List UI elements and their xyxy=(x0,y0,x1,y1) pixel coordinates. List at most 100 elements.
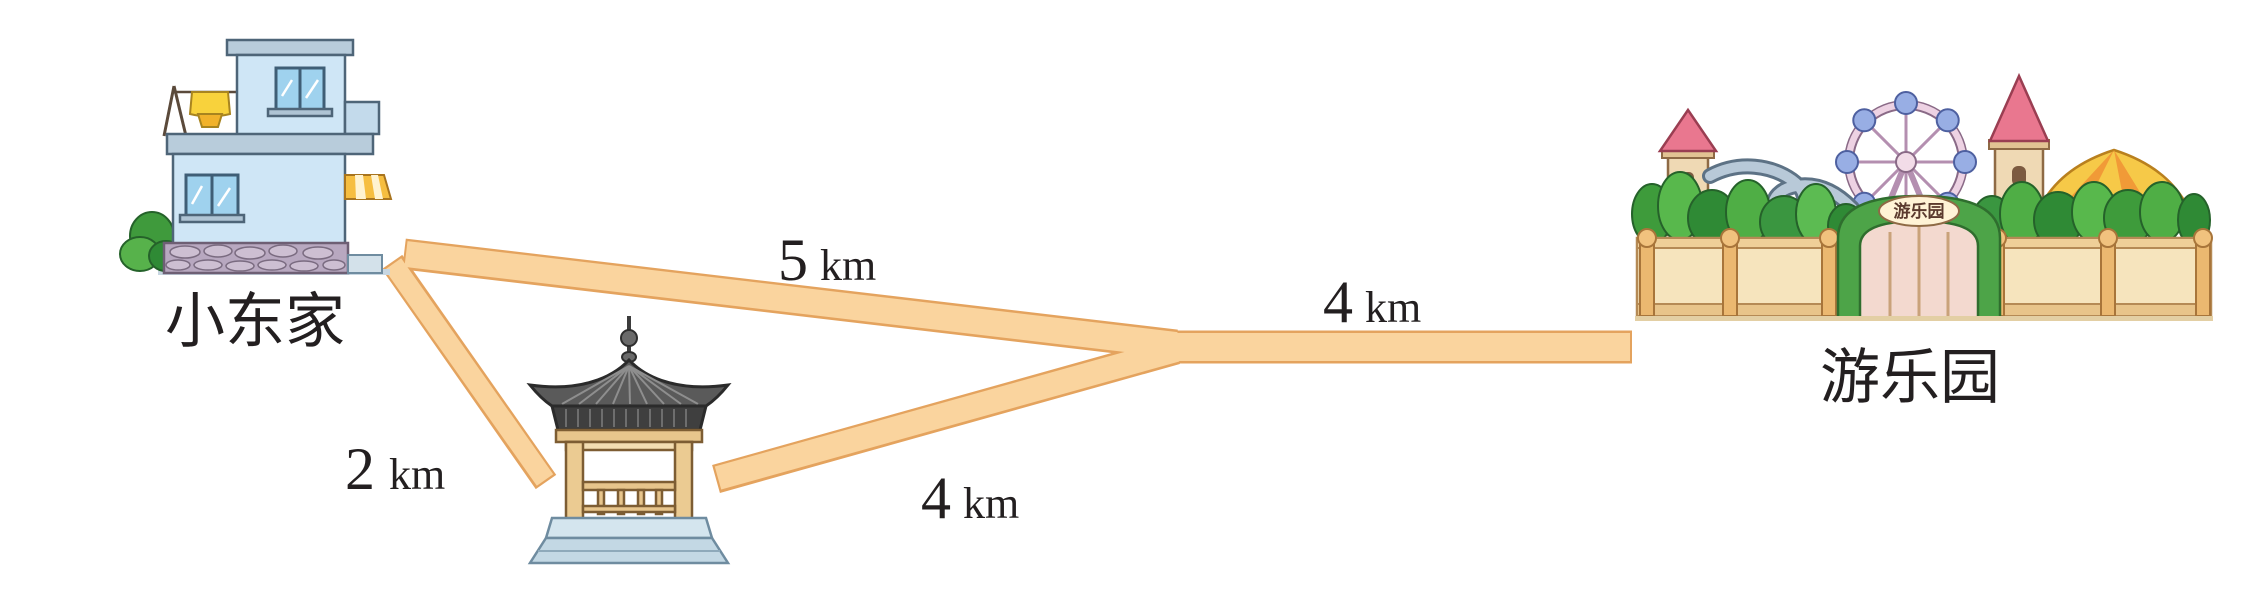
pavilion-band-ribs xyxy=(565,409,687,427)
window-glint xyxy=(190,185,204,205)
distance-value: 4 xyxy=(921,465,951,531)
pavilion-column-left xyxy=(564,440,585,522)
window-glint xyxy=(280,79,294,97)
roof-rib xyxy=(578,365,630,405)
fence-post xyxy=(1639,239,1655,317)
tower-window xyxy=(2012,166,2026,186)
stone xyxy=(203,244,233,258)
rack-leg xyxy=(172,85,188,137)
fence-post xyxy=(1821,239,1837,317)
distance-label-home-pavilion: 2 km xyxy=(345,436,445,502)
stone xyxy=(289,260,319,272)
park-label: 游乐园 xyxy=(1820,343,2000,413)
roof-rib xyxy=(628,365,682,405)
stone xyxy=(165,259,191,271)
pavilion-railing xyxy=(581,480,677,516)
window-sill xyxy=(266,107,334,118)
stone xyxy=(268,244,298,258)
gate-sign-board xyxy=(1878,195,1960,227)
distance-unit: km xyxy=(1365,283,1421,332)
house-roof-cap xyxy=(225,38,355,57)
roof-rib xyxy=(628,365,665,405)
park-tree xyxy=(2139,181,2185,243)
clothes-drying-rack xyxy=(162,85,238,137)
fence-post-cap xyxy=(2098,228,2118,248)
pavilion-lattice xyxy=(564,440,694,452)
fence-post xyxy=(2195,239,2211,317)
rack-leg xyxy=(162,85,176,137)
home-label: 小东家 xyxy=(165,287,345,357)
road-surfaces xyxy=(384,241,1630,490)
gate-sign-text: 游乐园 xyxy=(1894,201,1945,222)
awning-stripe xyxy=(371,175,383,199)
railing-post xyxy=(654,488,664,516)
stone xyxy=(302,246,334,260)
stone xyxy=(322,259,346,271)
house-step xyxy=(347,254,383,274)
stone xyxy=(169,245,201,259)
distance-value: 5 xyxy=(778,227,808,293)
home-house-illustration xyxy=(119,38,393,275)
fence-post-cap xyxy=(1720,228,1740,248)
park-ground xyxy=(1635,316,2213,321)
road-network xyxy=(381,238,1632,493)
fence-post-cap xyxy=(2193,228,2213,248)
ferris-wheel-gondola xyxy=(1935,108,1960,133)
ferris-wheel-gondola xyxy=(1835,150,1859,174)
ferris-wheel-hub xyxy=(1895,151,1917,173)
distance-unit: km xyxy=(820,241,876,290)
ferris-wheel-gondola xyxy=(1852,108,1877,133)
amusement-park-illustration: 游乐园 xyxy=(1631,72,2213,321)
house-side-box xyxy=(343,100,381,136)
house-awning xyxy=(344,174,393,200)
stone xyxy=(193,259,223,271)
pavilion-roof-ribs xyxy=(561,365,699,405)
pavilion-column-right xyxy=(673,440,694,522)
stone xyxy=(225,260,255,272)
fence-post xyxy=(2100,239,2116,317)
window-sill xyxy=(178,213,246,224)
window-glint xyxy=(216,187,232,207)
road-home-fork xyxy=(404,241,1178,358)
distance-unit: km xyxy=(963,479,1019,528)
window-glint xyxy=(304,79,320,99)
stone xyxy=(257,259,287,271)
fence-post-cap xyxy=(1819,228,1839,248)
hanging-clothes xyxy=(188,91,232,118)
house-upper-window xyxy=(266,66,334,118)
railing-post xyxy=(596,488,606,516)
roof-rib xyxy=(628,365,648,405)
roof-rib xyxy=(628,365,631,405)
ferris-wheel-gondola xyxy=(1953,150,1977,174)
railing-post xyxy=(636,488,646,516)
roof-rib xyxy=(561,365,630,405)
umbrella-stripe xyxy=(2114,150,2146,202)
tower-cone xyxy=(1657,107,1719,153)
distance-value: 2 xyxy=(345,436,375,502)
house-lower-window xyxy=(178,173,246,224)
pavilion-roof-band xyxy=(550,404,708,432)
pavilion-illustration xyxy=(526,316,732,565)
park-gate: 游乐园 xyxy=(1836,194,2002,320)
distance-unit: km xyxy=(389,450,445,499)
distance-value: 4 xyxy=(1323,269,1353,335)
house-floor-slab xyxy=(165,132,375,156)
railing-top-bar xyxy=(581,480,677,492)
fence-post-cap xyxy=(1637,228,1657,248)
tower-cone xyxy=(1988,72,2050,143)
pavilion-base-upper xyxy=(544,516,714,540)
road-pavilion-fork xyxy=(714,338,1180,490)
roof-rib xyxy=(612,365,630,405)
ferris-wheel-gondola xyxy=(1894,91,1918,115)
umbrella-stripe xyxy=(2066,150,2114,202)
house-stones xyxy=(165,244,346,272)
road-home-pavilion xyxy=(384,258,554,486)
fence-post xyxy=(1722,239,1738,317)
railing-post xyxy=(616,488,626,516)
pavilion-beam xyxy=(554,428,704,444)
awning-canvas xyxy=(344,174,393,200)
